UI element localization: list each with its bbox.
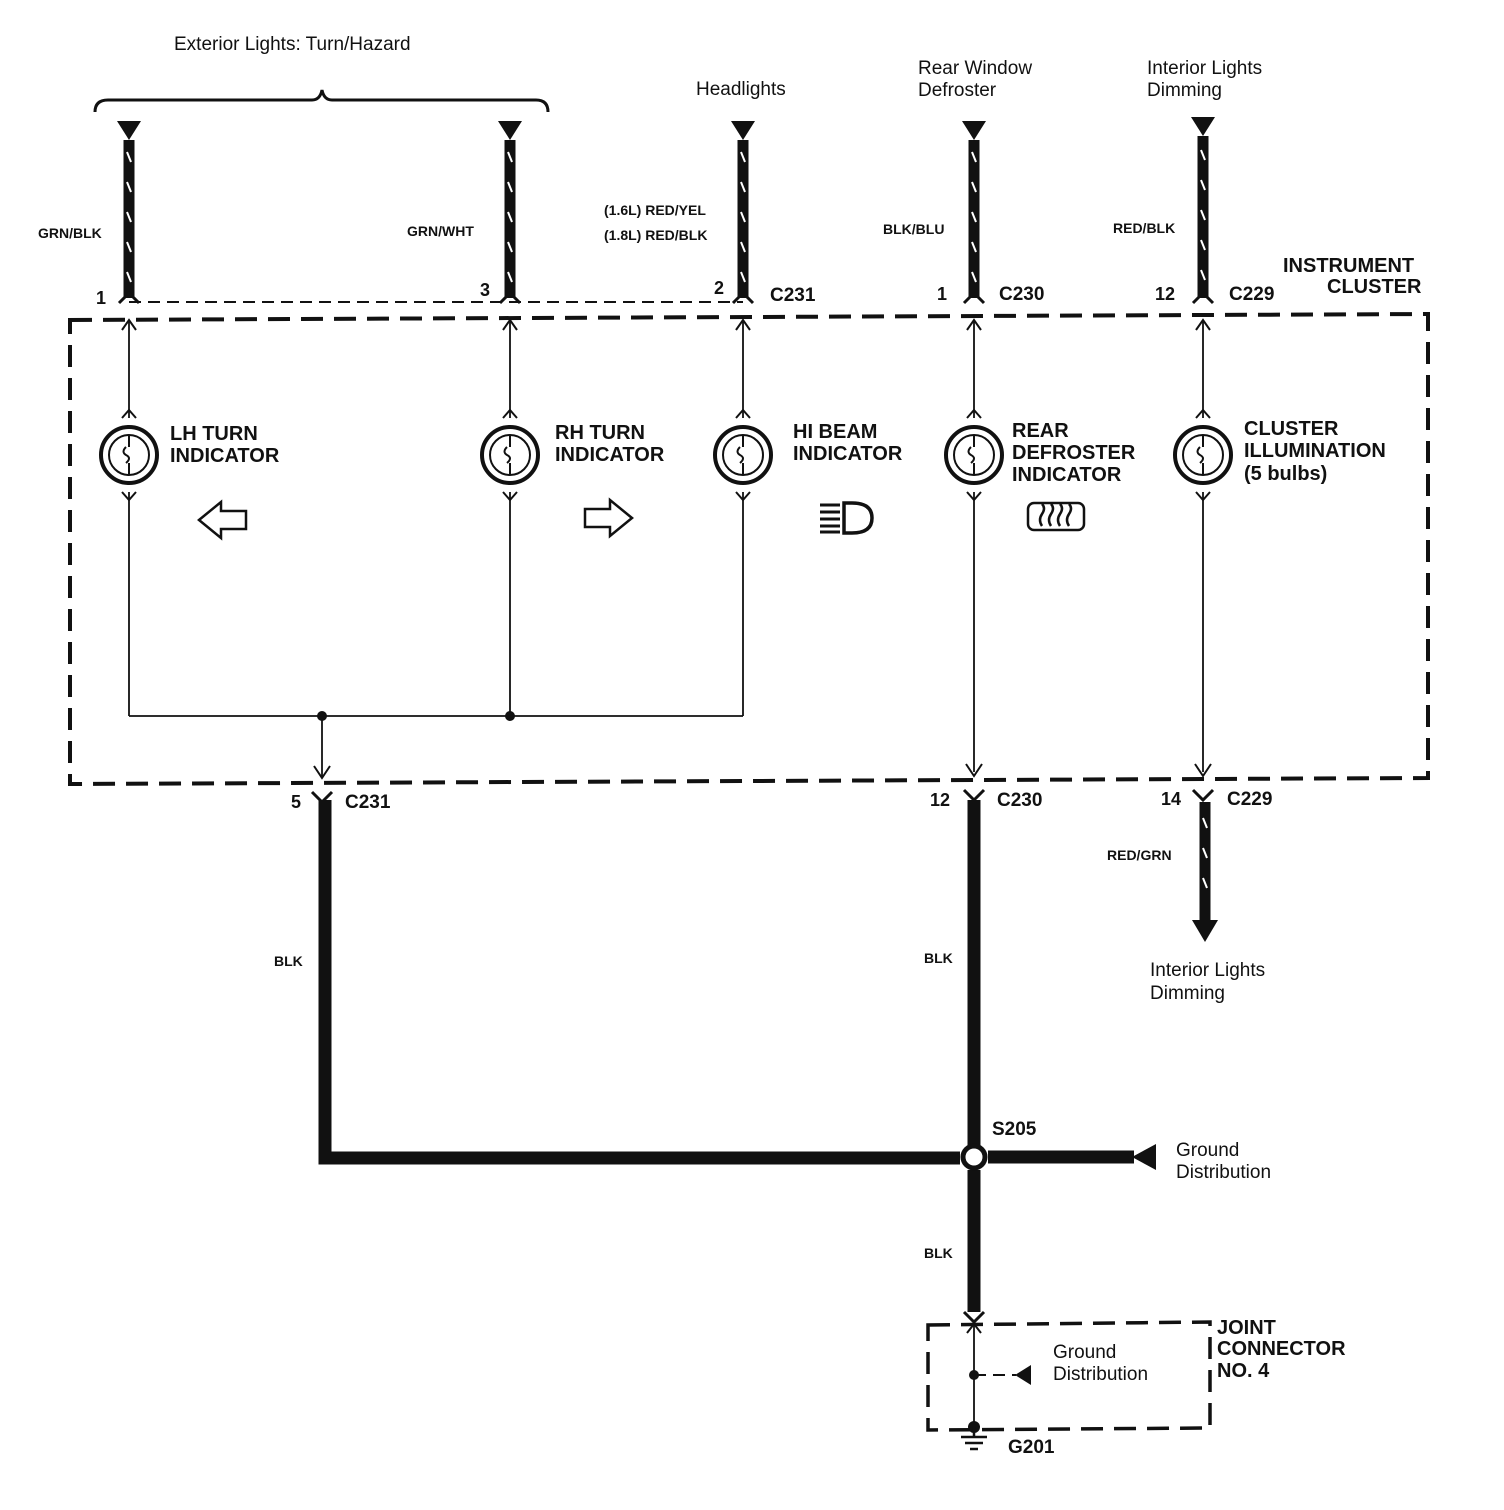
rear-window-label-2: Defroster xyxy=(918,80,997,101)
rh-turn-label-1: RH TURN xyxy=(555,422,645,444)
pin-bottom-12: 12 xyxy=(930,790,950,810)
wire-label-blk-mid: BLK xyxy=(924,950,953,966)
ground-dist-joint-2: Distribution xyxy=(1053,1364,1148,1385)
ground-symbol-icon xyxy=(961,1427,987,1451)
cluster-illum-label-1: CLUSTER xyxy=(1244,418,1339,440)
connector-c229-bottom: C229 xyxy=(1227,789,1272,810)
rear-defroster-label-3: INDICATOR xyxy=(1012,464,1122,486)
pin-top-3: 3 xyxy=(480,280,490,300)
interior-lights-top-1: Interior Lights xyxy=(1147,58,1262,79)
wire-red-blk xyxy=(1197,136,1209,298)
internal-wiring xyxy=(128,322,1204,776)
junction-dot xyxy=(505,711,515,721)
instrument-cluster-label-2: CLUSTER xyxy=(1327,276,1422,298)
rear-window-label-1: Rear Window xyxy=(918,58,1032,79)
splice-label: S205 xyxy=(992,1119,1037,1140)
pin-top-12: 12 xyxy=(1155,284,1175,304)
rear-defroster-label-2: DEFROSTER xyxy=(1012,442,1136,464)
bulb-icon xyxy=(944,425,1004,485)
connector-c229-top: C229 xyxy=(1229,284,1274,305)
pin-bottom-14: 14 xyxy=(1161,789,1181,809)
wire-label-red-yel: (1.6L) RED/YEL xyxy=(604,202,706,218)
wire-label-blk-blu: BLK/BLU xyxy=(883,221,944,237)
wire-red-grn xyxy=(1199,802,1211,922)
bulb-icon xyxy=(1173,425,1233,485)
cluster-illum-label-2: ILLUMINATION xyxy=(1244,440,1386,462)
lh-turn-label-2: INDICATOR xyxy=(170,445,280,467)
bulb-icon xyxy=(99,425,159,485)
interior-lights-bottom-1: Interior Lights xyxy=(1150,960,1265,981)
interior-lights-top-2: Dimming xyxy=(1147,80,1222,101)
connector-c231-bottom: C231 xyxy=(345,792,391,813)
pin-top-2: 2 xyxy=(714,278,724,298)
joint-ground-dist-triangle xyxy=(1015,1365,1031,1385)
rh-turn-label-2: INDICATOR xyxy=(555,444,665,466)
ground-dist-joint-1: Ground xyxy=(1053,1342,1116,1363)
source-triangle-defroster xyxy=(962,121,986,140)
right-arrow-icon xyxy=(583,497,634,539)
wire-label-red-grn: RED/GRN xyxy=(1107,847,1172,863)
ground-label: G201 xyxy=(1008,1437,1055,1458)
source-triangle-interior xyxy=(1191,117,1215,136)
pin-bottom-5: 5 xyxy=(291,792,301,812)
lh-turn-label-1: LH TURN xyxy=(170,423,258,445)
ground-dist-right-2: Distribution xyxy=(1176,1162,1271,1183)
rear-defroster-label-1: REAR xyxy=(1012,420,1069,442)
joint-connector-label-1: JOINT xyxy=(1217,1317,1276,1339)
interior-lights-arrow xyxy=(1192,920,1218,942)
instrument-cluster-box xyxy=(68,311,1430,787)
source-triangle-lh xyxy=(117,121,141,140)
headlights-label: Headlights xyxy=(696,79,786,100)
ground-distribution-triangle xyxy=(1132,1144,1156,1170)
joint-connector-label-2: CONNECTOR xyxy=(1217,1338,1346,1360)
wire-blk-blu xyxy=(968,140,980,298)
connector-c230-bottom: C230 xyxy=(997,790,1042,811)
pin-cups-bottom xyxy=(310,788,1215,805)
splice-s205 xyxy=(960,1143,988,1171)
wire-label-grn-wht: GRN/WHT xyxy=(407,223,474,239)
joint-arrow xyxy=(966,1322,982,1334)
bulb-icon xyxy=(713,425,773,485)
high-beam-icon xyxy=(820,501,874,535)
interior-lights-bottom-2: Dimming xyxy=(1150,983,1225,1004)
junction-dot xyxy=(317,711,327,721)
cluster-illum-label-3: (5 bulbs) xyxy=(1244,463,1327,485)
pin-top-1: 1 xyxy=(96,288,106,308)
exterior-lights-brace xyxy=(93,89,550,113)
source-triangle-headlights xyxy=(731,121,755,140)
wire-red-yel xyxy=(737,140,749,298)
instrument-cluster-label-1: INSTRUMENT xyxy=(1283,255,1414,277)
wire-grn-blk xyxy=(123,140,135,298)
wire-label-red-blk-18: (1.8L) RED/BLK xyxy=(604,227,707,243)
hi-beam-label-2: INDICATOR xyxy=(793,443,903,465)
connector-c230-top: C230 xyxy=(999,284,1044,305)
pin-arrows xyxy=(121,318,1212,780)
connector-c231-top: C231 xyxy=(770,285,816,306)
wire-blk-left xyxy=(318,800,960,1165)
wire-label-red-blk: RED/BLK xyxy=(1113,220,1175,236)
wire-label-blk-left: BLK xyxy=(274,953,303,969)
pin-cups-top xyxy=(117,290,1215,305)
bulb-icon xyxy=(480,425,540,485)
hi-beam-label-1: HI BEAM xyxy=(793,421,877,443)
joint-pin-cup xyxy=(962,1310,986,1325)
joint-connector-label-3: NO. 4 xyxy=(1217,1360,1270,1382)
wire-grn-wht xyxy=(504,140,516,298)
exterior-lights-label: Exterior Lights: Turn/Hazard xyxy=(174,34,411,55)
left-arrow-icon xyxy=(197,499,248,541)
ground-dist-right-1: Ground xyxy=(1176,1140,1239,1161)
rear-defroster-icon xyxy=(1026,501,1086,532)
source-triangle-rh xyxy=(498,121,522,140)
pin-top-1b: 1 xyxy=(937,284,947,304)
wire-label-blk-low: BLK xyxy=(924,1245,953,1261)
joint-connector-box xyxy=(926,1320,1212,1432)
wire-label-grn-blk: GRN/BLK xyxy=(38,225,102,241)
